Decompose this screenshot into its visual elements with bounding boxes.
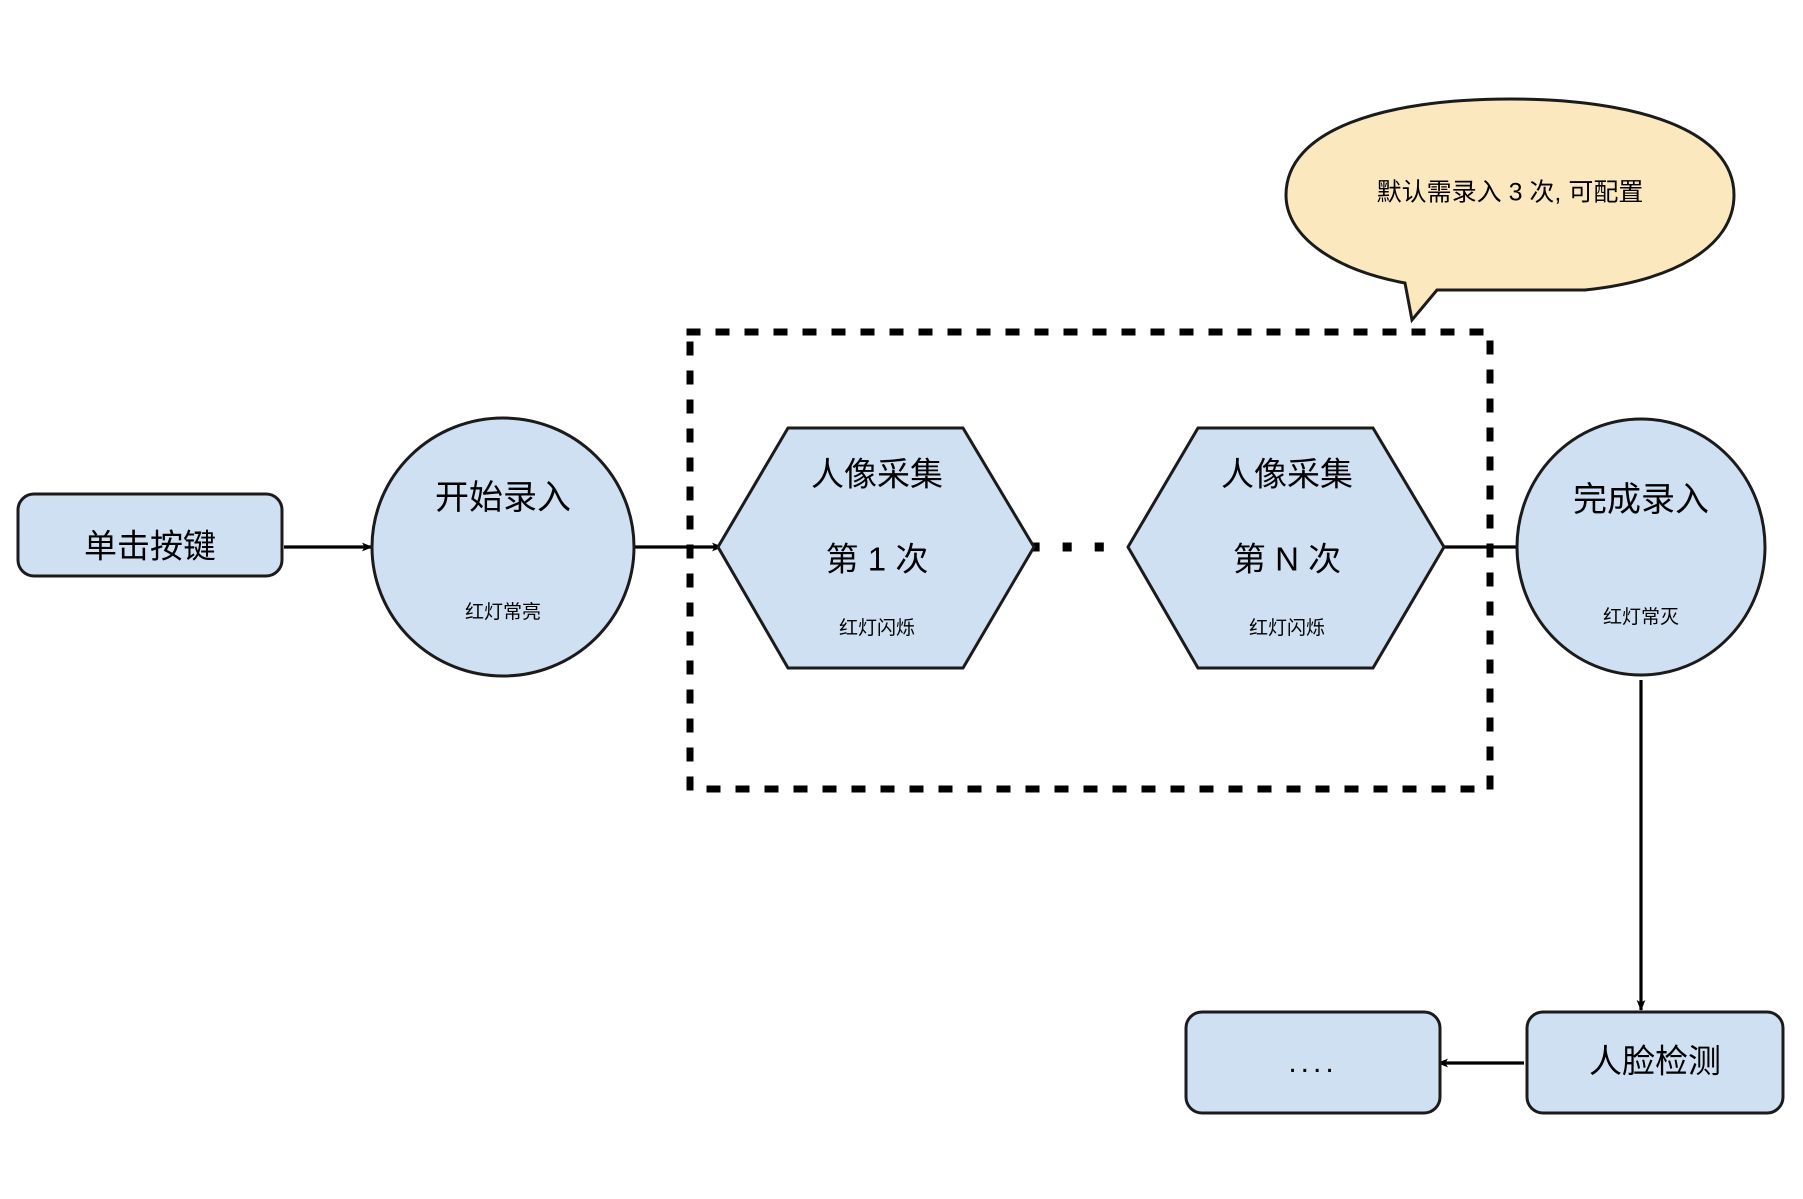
node-capture-nth-label2: 第 N 次 (1233, 541, 1341, 578)
node-capture-nth-sublabel: 红灯闪烁 (1249, 617, 1325, 639)
node-capture-nth-label: 人像采集 (1221, 456, 1353, 493)
node-more-steps-shape (1184, 1010, 1442, 1115)
node-capture-first[interactable]: 人像采集 第 1 次 红灯闪烁 (716, 426, 1036, 670)
capture-loop-group (686, 328, 1494, 793)
callout-text: 默认需录入 3 次, 可配置 (1377, 179, 1644, 207)
node-more-steps-label: .... (1288, 1046, 1337, 1079)
node-finish-enroll[interactable]: 完成录入 红灯常灭 (1515, 417, 1767, 677)
node-finish-enroll-sublabel: 红灯常灭 (1603, 606, 1679, 628)
node-click-key-label: 单击按键 (84, 528, 216, 565)
node-start-enroll[interactable]: 开始录入 红灯常亮 (370, 416, 636, 678)
node-more-steps[interactable]: .... (1184, 1010, 1442, 1115)
node-finish-enroll-shape (1515, 417, 1767, 677)
node-capture-first-shape (716, 426, 1036, 670)
node-capture-first-label: 人像采集 (811, 456, 943, 493)
node-click-key-shape (16, 492, 284, 578)
node-start-enroll-shape (370, 416, 636, 678)
callout-shape (1284, 97, 1736, 324)
node-capture-first-label2: 第 1 次 (826, 541, 929, 578)
callout-repeat-note[interactable]: 默认需录入 3 次, 可配置 (1284, 97, 1736, 324)
node-capture-first-sublabel: 红灯闪烁 (839, 617, 915, 639)
node-click-key[interactable]: 单击按键 (16, 492, 284, 578)
node-face-detect-label: 人脸检测 (1589, 1043, 1721, 1080)
node-face-detect[interactable]: 人脸检测 (1525, 1010, 1785, 1115)
node-start-enroll-label: 开始录入 (435, 479, 571, 517)
node-start-enroll-sublabel: 红灯常亮 (465, 601, 541, 623)
node-capture-nth[interactable]: 人像采集 第 N 次 红灯闪烁 (1126, 426, 1446, 670)
node-capture-nth-shape (1126, 426, 1446, 670)
node-finish-enroll-label: 完成录入 (1573, 481, 1709, 519)
node-face-detect-shape (1525, 1010, 1785, 1115)
